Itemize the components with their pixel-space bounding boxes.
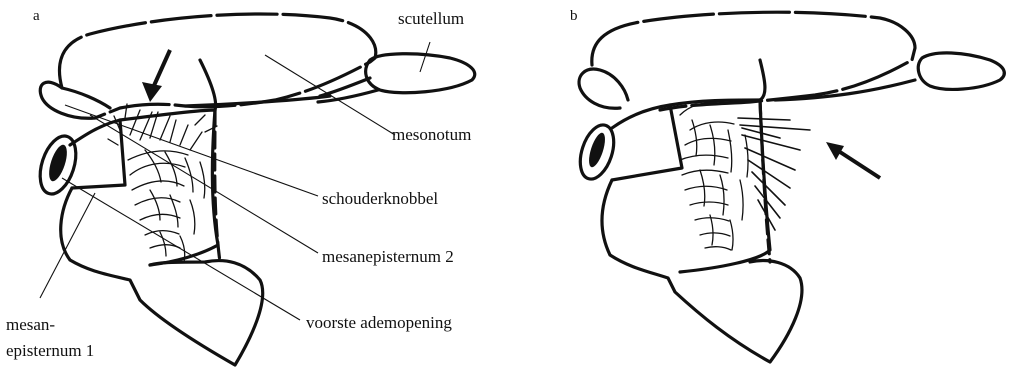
- label-mesanepisternum-2: mesanepisternum 2: [322, 247, 454, 266]
- hair-tuft-b: [680, 103, 748, 251]
- label-schouderknobbel: schouderknobbel: [322, 189, 438, 208]
- panel-b: b: [570, 8, 1004, 362]
- arrow-b: [826, 142, 880, 178]
- pleura-upper-b: [612, 105, 682, 180]
- leader-voorste-ademopening: [62, 178, 300, 320]
- scutellum-outline: [366, 54, 475, 93]
- mesanepisternum-1-outline: [70, 120, 125, 188]
- scutellum-outline-b: [918, 53, 1004, 89]
- mesonotum-outline-b: [592, 12, 915, 110]
- label-voorste-ademopening: voorste ademopening: [306, 313, 452, 332]
- leader-mesanepisternum-1: [40, 193, 95, 298]
- bristles-b: [738, 118, 810, 230]
- leader-schouderknobbel: [65, 105, 318, 196]
- label-mesanepisternum-1-line2: episternum 1: [6, 341, 94, 360]
- label-mesanepisternum-1-line1: mesan-: [6, 315, 55, 334]
- panel-a: a: [6, 8, 475, 365]
- arrow-a: [142, 50, 170, 102]
- pleura-back-edge-b: [760, 60, 765, 100]
- leader-scutellum: [420, 42, 430, 72]
- mesonotum-lower-edge: [185, 96, 330, 106]
- pleura-back-edge: [200, 60, 216, 110]
- label-mesonotum: mesonotum: [392, 125, 471, 144]
- panel-a-letter: a: [33, 8, 40, 24]
- schouderknobbel-outline-b: [579, 69, 628, 108]
- label-scutellum: scutellum: [398, 9, 464, 28]
- leader-mesonotum: [265, 55, 395, 135]
- schouderknobbel-outline: [40, 82, 110, 118]
- panel-b-letter: b: [570, 8, 578, 24]
